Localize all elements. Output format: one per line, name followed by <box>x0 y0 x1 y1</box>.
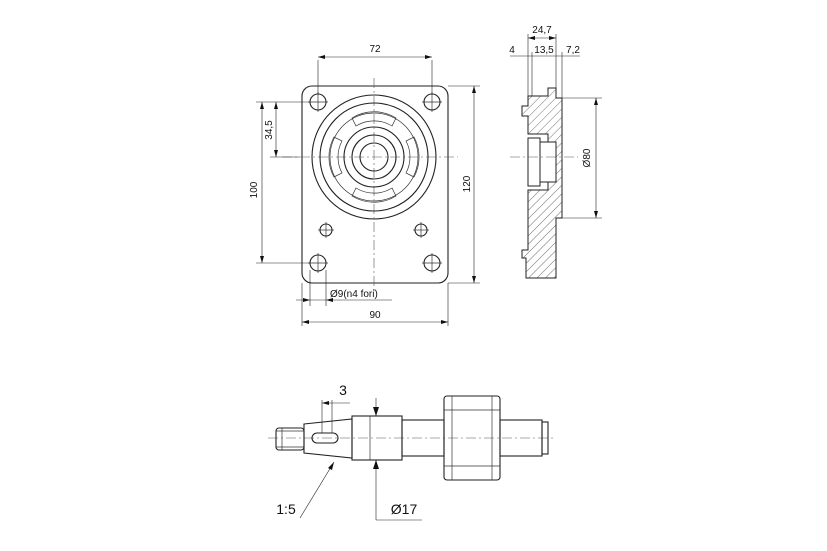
key-slot <box>311 432 339 444</box>
side-view: 24,7 4 13,5 7,2 Ø80 <box>509 25 602 279</box>
front-view: 72 100 34,5 120 Ø9(n4 fori) 90 <box>249 44 480 326</box>
flange-slot-top <box>351 111 397 127</box>
flange-outer-ring <box>311 94 437 220</box>
shaft-view: 3 1:5 Ø17 <box>268 382 556 521</box>
dim-4-label: 4 <box>509 45 515 56</box>
dim-120-label: 120 <box>462 175 473 192</box>
flange-slot-right <box>405 136 420 178</box>
side-section-profile <box>521 87 563 279</box>
dim-72-label: 72 <box>369 44 381 55</box>
flange-bore <box>359 142 389 172</box>
flange-slot-left <box>328 136 343 178</box>
dim-80-label: Ø80 <box>582 148 593 167</box>
shaft-taper <box>303 418 353 459</box>
dim-34-5-label: 34,5 <box>264 120 275 140</box>
flange-ring-2 <box>319 102 429 212</box>
dim-24-7-label: 24,7 <box>532 25 552 36</box>
side-bore <box>539 141 557 183</box>
dim-7-2-label: 7,2 <box>566 45 580 56</box>
shaft-diameter-label: Ø17 <box>391 501 418 517</box>
dim-100-label: 100 <box>249 181 260 198</box>
hole-note-label: Ø9(n4 fori) <box>330 289 378 300</box>
taper-label: 1:5 <box>276 501 296 517</box>
key-width-label: 3 <box>339 382 347 398</box>
flange-ring-5 <box>351 134 397 180</box>
flange-plate-outline <box>301 85 449 284</box>
flange-slot-bottom <box>351 187 397 203</box>
dim-90-label: 90 <box>369 310 381 321</box>
flange-ring-4 <box>343 126 405 188</box>
dim-13-5-label: 13,5 <box>534 45 554 56</box>
flange-ring-3 <box>329 112 419 202</box>
